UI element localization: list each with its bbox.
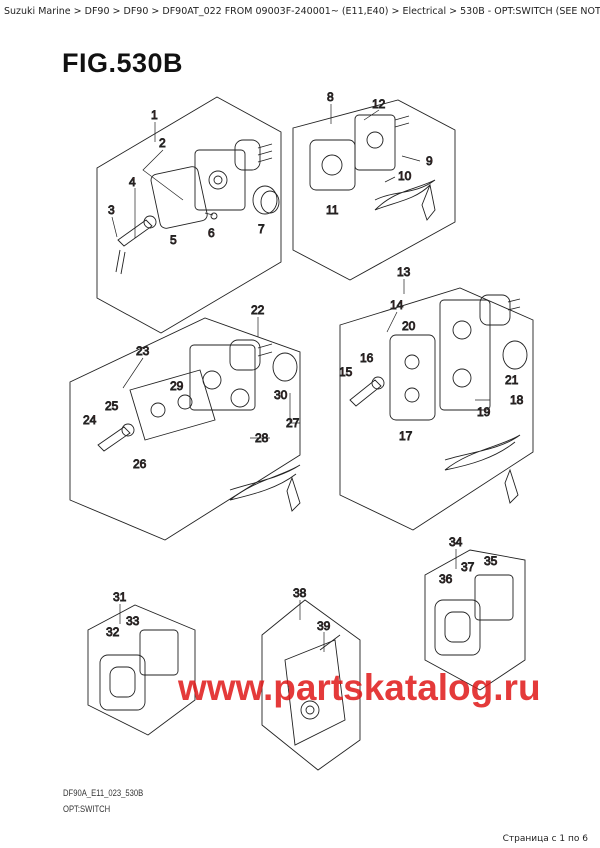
callout-13[interactable]: 13 (397, 265, 412, 280)
callout-10[interactable]: 10 (398, 169, 413, 184)
callout-37[interactable]: 37 (461, 560, 476, 575)
callout-14[interactable]: 14 (390, 298, 405, 313)
callout-17[interactable]: 17 (399, 429, 414, 444)
callout-29[interactable]: 29 (170, 379, 185, 394)
callout-22[interactable]: 22 (251, 303, 266, 318)
callout-12[interactable]: 12 (372, 97, 387, 112)
callouts: 1 2 3 4 5 6 7 8 9 10 11 12 13 14 15 16 1… (83, 90, 525, 640)
group-box-7 (261, 599, 361, 771)
callout-9[interactable]: 9 (426, 154, 434, 169)
switch-assembly-3 (349, 294, 528, 504)
callout-39[interactable]: 39 (317, 619, 332, 634)
callout-31[interactable]: 31 (113, 590, 128, 605)
callout-4[interactable]: 4 (129, 175, 137, 190)
callout-33[interactable]: 33 (126, 614, 141, 629)
drawing-code: DF90A_E11_023_530B (63, 788, 144, 798)
leader-lines (111, 104, 490, 652)
callout-35[interactable]: 35 (484, 554, 499, 569)
callout-7[interactable]: 7 (258, 222, 266, 237)
switch-assembly-1 (115, 139, 280, 275)
callout-5[interactable]: 5 (170, 233, 178, 248)
callout-1[interactable]: 1 (151, 108, 159, 123)
switch-assembly-7 (284, 634, 346, 746)
switch-assembly-4 (97, 339, 301, 512)
group-box-6 (87, 604, 196, 736)
callout-3[interactable]: 3 (108, 203, 116, 218)
callout-6[interactable]: 6 (208, 226, 216, 241)
switch-assembly-2 (309, 114, 436, 221)
group-box-1 (96, 96, 282, 334)
callout-11[interactable]: 11 (326, 203, 340, 218)
callout-24[interactable]: 24 (83, 413, 98, 428)
switch-assembly-6 (99, 629, 179, 711)
callout-18[interactable]: 18 (510, 393, 525, 408)
breadcrumb[interactable]: Suzuki Marine > DF90 > DF90 > DF90AT_022… (4, 6, 600, 17)
callout-20[interactable]: 20 (402, 319, 417, 334)
switch-assembly-5 (434, 574, 514, 656)
callout-23[interactable]: 23 (136, 344, 151, 359)
watermark: www.partskatalog.ru (177, 667, 541, 708)
callout-2[interactable]: 2 (159, 136, 167, 151)
callout-25[interactable]: 25 (105, 399, 120, 414)
callout-21[interactable]: 21 (505, 373, 520, 388)
group-box-4 (69, 317, 301, 541)
callout-19[interactable]: 19 (477, 405, 492, 420)
callout-34[interactable]: 34 (449, 535, 464, 550)
callout-8[interactable]: 8 (327, 90, 335, 105)
callout-36[interactable]: 36 (439, 572, 454, 587)
group-box-3 (339, 287, 534, 531)
drawing-subtitle: OPT:SWITCH (63, 804, 111, 814)
callout-16[interactable]: 16 (360, 351, 375, 366)
pager: Страница с 1 по 6 (502, 834, 588, 844)
callout-27[interactable]: 27 (286, 416, 301, 431)
group-box-5 (424, 549, 526, 691)
callout-32[interactable]: 32 (106, 625, 121, 640)
callout-38[interactable]: 38 (293, 586, 308, 601)
callout-30[interactable]: 30 (274, 388, 289, 403)
callout-28[interactable]: 28 (255, 431, 270, 446)
figure-title: FIG.530B (62, 48, 184, 78)
callout-15[interactable]: 15 (339, 365, 354, 380)
callout-26[interactable]: 26 (133, 457, 148, 472)
group-box-2 (292, 99, 456, 281)
